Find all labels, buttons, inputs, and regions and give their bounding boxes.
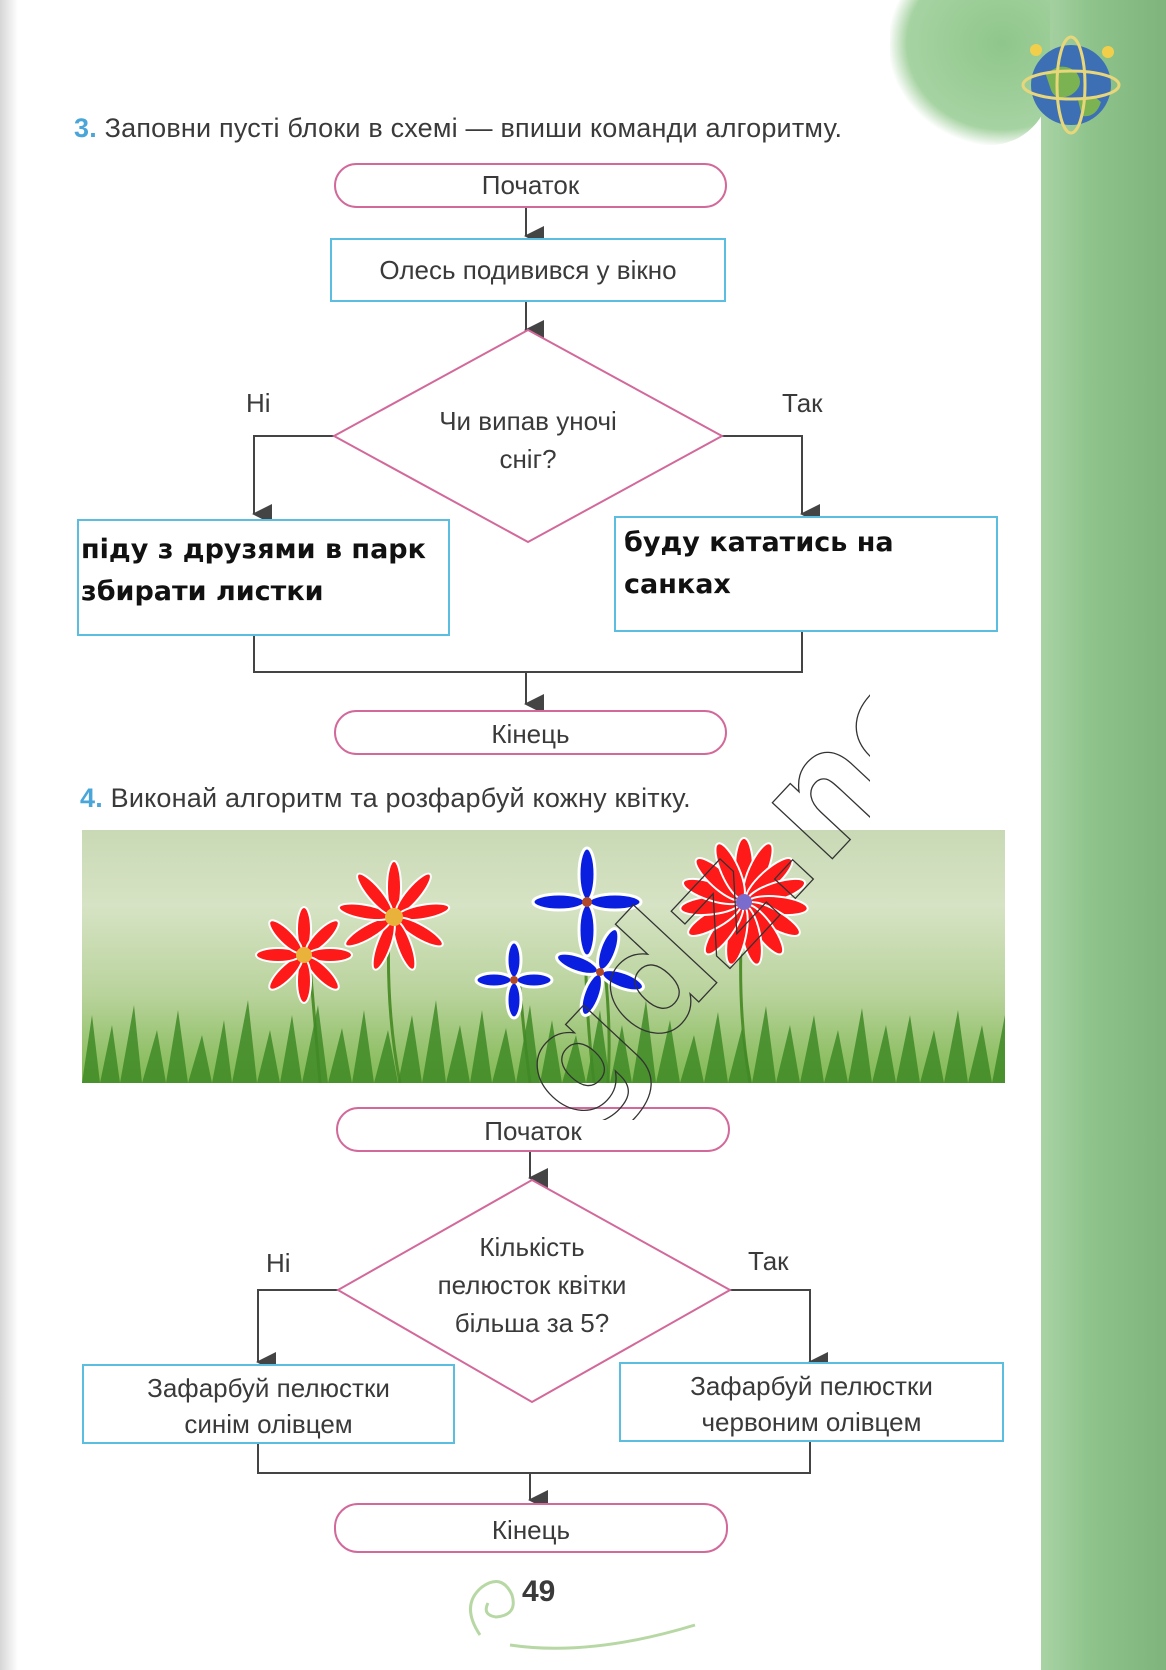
task4-text: Виконай алгоритм та розфарбуй кожну квіт…: [110, 783, 691, 813]
task4-action-no-line1: Зафарбуй пелюстки: [147, 1373, 390, 1403]
task3-number: 3.: [74, 113, 97, 143]
task4-start-label: Початок: [484, 1116, 582, 1146]
page-edge-shadow: [0, 0, 18, 1670]
red-flower-large: [679, 837, 809, 966]
decorative-leaf-shape: [890, 0, 1050, 145]
task4-heading: 4. Виконай алгоритм та розфарбуй кожну к…: [80, 783, 691, 814]
task4-action-no-block: Зафарбуй пелюстки синім олівцем: [82, 1364, 455, 1444]
task4-action-no-line2: синім олівцем: [184, 1409, 353, 1439]
task4-end-block: Кінець: [334, 1503, 728, 1553]
task3-end-block: Кінець: [334, 710, 727, 755]
task4-decision-diamond: [335, 1178, 733, 1404]
task3-no-label: Ні: [246, 388, 271, 418]
task4-no-label: Ні: [266, 1248, 291, 1278]
task3-yes-label: Так: [782, 388, 823, 418]
task3-step-label: Олесь подивився у вікно: [379, 255, 677, 285]
task3-answer-no-line2: збирати листки: [81, 576, 324, 607]
task3-end-label: Кінець: [491, 719, 570, 749]
task3-start-block: Початок: [334, 163, 727, 208]
blue-flower-top: [531, 846, 643, 958]
task4-condition-line3: більша за 5?: [454, 1308, 610, 1338]
task3-condition: Чи випав уночі сніг?: [398, 402, 658, 478]
task3-text: Заповни пусті блоки в схемі — впиши кома…: [104, 113, 843, 143]
decorative-green-strip: [1041, 0, 1166, 1670]
task3-answer-yes-line: буду кататись на санках: [624, 527, 894, 600]
task3-step-block: Олесь подивився у вікно: [330, 238, 726, 302]
flowers-picture: [82, 830, 1005, 1083]
blue-flower-right: [555, 927, 645, 1017]
red-flower-medium: [337, 860, 451, 971]
page-number: 49: [522, 1575, 556, 1608]
swirl-ornament-icon: [469, 1580, 696, 1650]
task3-heading: 3. Заповни пусті блоки в схемі — впиши к…: [74, 113, 842, 144]
task3-condition-line1: Чи випав уночі: [439, 406, 617, 436]
red-flower-small: [255, 906, 353, 1004]
task3-decision-diamond: [331, 328, 725, 544]
task3-answer-no-line1: піду з друзями в парк: [81, 534, 426, 565]
task4-action-yes-line2: червоним олівцем: [701, 1407, 922, 1437]
task4-start-block: Початок: [336, 1107, 730, 1152]
task3-condition-line2: сніг?: [499, 444, 557, 474]
task3-answer-no-block[interactable]: піду з друзями в парк збирати листки: [77, 519, 450, 636]
task4-condition-line2: пелюсток квітки: [437, 1270, 627, 1300]
task3-answer-yes-block[interactable]: буду кататись на санках: [614, 516, 998, 632]
task4-number: 4.: [80, 783, 103, 813]
task4-yes-label: Так: [748, 1246, 789, 1276]
task3-start-label: Початок: [481, 170, 580, 200]
task4-action-yes-block: Зафарбуй пелюстки червоним олівцем: [619, 1362, 1004, 1442]
task4-condition: Кількість пелюсток квітки більша за 5?: [402, 1228, 662, 1342]
task4-end-label: Кінець: [491, 1515, 571, 1545]
task4-condition-line1: Кількість: [479, 1232, 585, 1262]
globe-icon: [1021, 35, 1121, 135]
task4-action-yes-line1: Зафарбуй пелюстки: [690, 1371, 933, 1401]
blue-flower-left: [474, 940, 554, 1020]
